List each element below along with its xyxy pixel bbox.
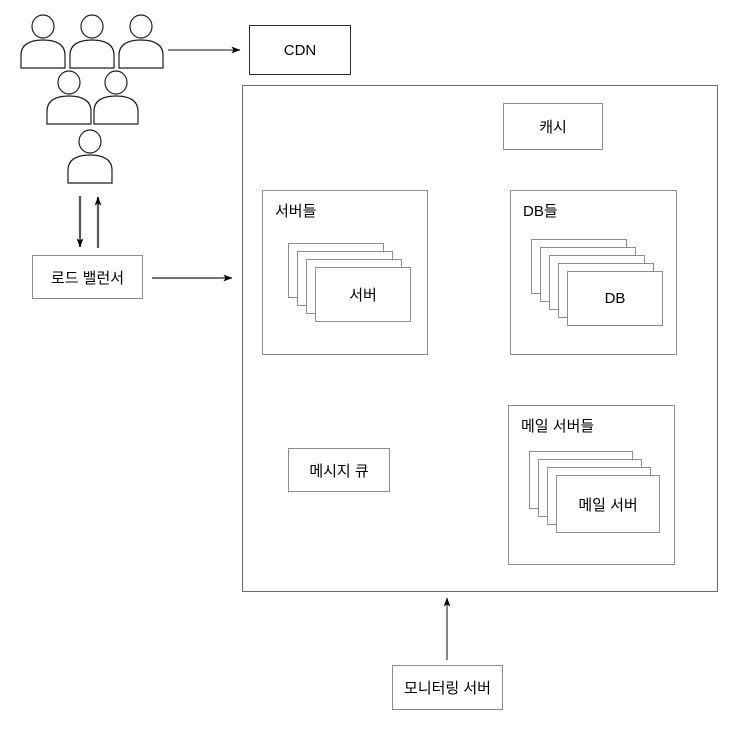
monitoring-server-label: 모니터링 서버: [404, 680, 491, 697]
user-person-icon: [64, 129, 116, 184]
load-balancer-label: 로드 밸런서: [50, 269, 125, 287]
user-person-icon: [115, 14, 167, 69]
load-balancer-box[interactable]: 로드 밸런서: [32, 255, 143, 299]
cache-box[interactable]: 캐시: [503, 103, 603, 150]
monitoring-server-box[interactable]: 모니터링 서버: [392, 665, 503, 710]
mail-server-card-front[interactable]: 메일 서버: [556, 475, 660, 533]
server-card-stack: 서버: [288, 243, 411, 322]
user-person-icon: [66, 14, 118, 69]
message-queue-label: 메시지 큐: [309, 462, 369, 480]
servers-group-title: 서버들: [275, 203, 317, 220]
mail-servers-group-title: 메일 서버들: [521, 418, 595, 435]
user-person-icon: [90, 70, 142, 125]
user-person-icon: [17, 14, 69, 69]
mail-server-label: 메일 서버: [578, 496, 638, 514]
cache-label: 캐시: [539, 119, 567, 136]
server-card-front[interactable]: 서버: [315, 267, 411, 322]
user-person-icon: [43, 70, 95, 125]
db-group-title: DB들: [523, 203, 558, 220]
db-card-front[interactable]: DB: [567, 271, 663, 326]
db-label: DB: [604, 290, 626, 307]
mail-server-card-stack: 메일 서버: [529, 451, 660, 536]
cdn-label: CDN: [283, 41, 317, 59]
db-card-stack: DB: [531, 239, 663, 326]
db-group-box[interactable]: DB들 DB: [510, 190, 677, 355]
server-label: 서버: [349, 287, 377, 304]
servers-group-box[interactable]: 서버들 서버: [262, 190, 428, 355]
cdn-box[interactable]: CDN: [249, 25, 351, 75]
mail-servers-group-box[interactable]: 메일 서버들 메일 서버: [508, 405, 675, 565]
message-queue-box[interactable]: 메시지 큐: [288, 448, 390, 492]
